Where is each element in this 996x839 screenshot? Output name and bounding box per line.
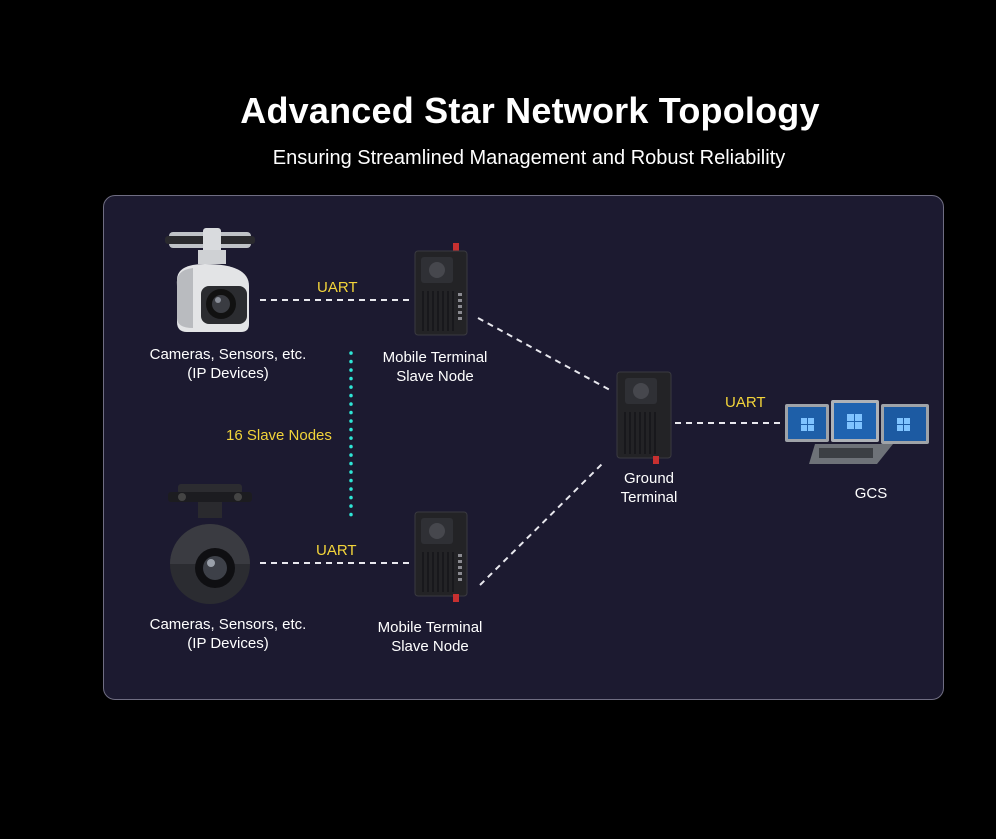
ground-terminal-label-line2: Terminal — [620, 489, 678, 506]
camera-bottom-label-line2: (IP Devices) — [187, 635, 269, 652]
slave-top-label: Mobile Terminal Slave Node — [365, 348, 505, 386]
ground-terminal-label: Ground Terminal — [594, 469, 704, 507]
uart-label-bottom: UART — [316, 542, 357, 559]
page-title: Advanced Star Network Topology — [240, 90, 820, 131]
camera-bottom-label-line1: Cameras, Sensors, etc. — [149, 616, 307, 633]
slave-count-label: 16 Slave Nodes — [226, 427, 332, 444]
slave-top-label-line2: Slave Node — [396, 368, 474, 385]
camera-bottom-label: Cameras, Sensors, etc. (IP Devices) — [138, 615, 318, 653]
slave-bottom-label-line1: Mobile Terminal — [377, 619, 483, 636]
uart-label-gcs: UART — [725, 394, 766, 411]
camera-top-label-line2: (IP Devices) — [187, 365, 269, 382]
slave-bottom-label-line2: Slave Node — [391, 638, 469, 655]
slave-bottom-label: Mobile Terminal Slave Node — [360, 618, 500, 656]
camera-top-label-line1: Cameras, Sensors, etc. — [149, 346, 307, 363]
camera-top-label: Cameras, Sensors, etc. (IP Devices) — [138, 345, 318, 383]
uart-label-top: UART — [317, 279, 358, 296]
slave-top-label-line1: Mobile Terminal — [382, 349, 488, 366]
page-subtitle: Ensuring Streamlined Management and Robu… — [272, 147, 786, 169]
gcs-label: GCS — [854, 485, 888, 502]
ground-terminal-label-line1: Ground — [623, 470, 675, 487]
